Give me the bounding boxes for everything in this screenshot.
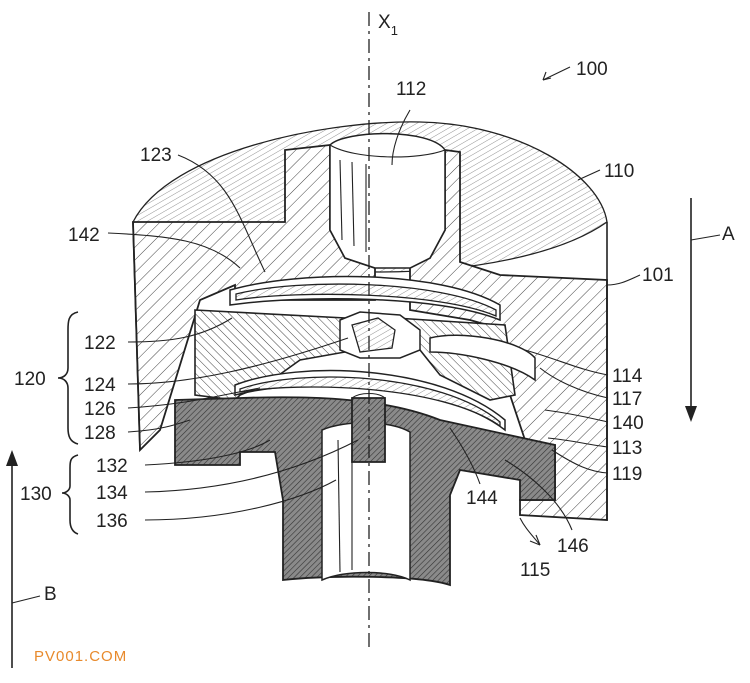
valve-stack bbox=[194, 275, 536, 432]
leader-lines bbox=[107, 66, 641, 546]
bracket-120 bbox=[57, 311, 79, 445]
label-a: A bbox=[722, 224, 735, 245]
label-110: 110 bbox=[604, 161, 634, 182]
label-136: 136 bbox=[96, 511, 128, 532]
label-117: 117 bbox=[612, 389, 642, 410]
label-122: 122 bbox=[84, 333, 116, 354]
label-144: 144 bbox=[466, 488, 498, 509]
label-119: 119 bbox=[612, 464, 642, 485]
label-132: 132 bbox=[96, 456, 128, 477]
label-123: 123 bbox=[140, 145, 172, 166]
reference-labels: 100 112 110 123 142 A 101 122 120 124 12… bbox=[14, 59, 735, 605]
bracket-130 bbox=[61, 454, 79, 535]
label-130: 130 bbox=[20, 484, 52, 505]
label-146: 146 bbox=[557, 536, 589, 557]
label-b: B bbox=[44, 584, 57, 605]
axis-label: X1 bbox=[378, 12, 398, 38]
label-114: 114 bbox=[612, 366, 643, 387]
label-115: 115 bbox=[520, 560, 550, 581]
arrow-a bbox=[685, 198, 721, 422]
label-134: 134 bbox=[96, 483, 128, 504]
watermark: PV001.COM bbox=[34, 648, 128, 665]
label-100: 100 bbox=[576, 59, 608, 80]
label-126: 126 bbox=[84, 399, 116, 420]
label-124: 124 bbox=[84, 375, 116, 396]
label-101: 101 bbox=[642, 265, 674, 286]
label-112: 112 bbox=[396, 79, 426, 100]
arrow-b bbox=[6, 450, 41, 668]
label-128: 128 bbox=[84, 423, 116, 444]
label-120: 120 bbox=[14, 369, 46, 390]
label-113: 113 bbox=[612, 438, 642, 459]
label-140: 140 bbox=[612, 413, 644, 434]
label-142: 142 bbox=[68, 225, 100, 246]
cap-body bbox=[132, 121, 608, 521]
